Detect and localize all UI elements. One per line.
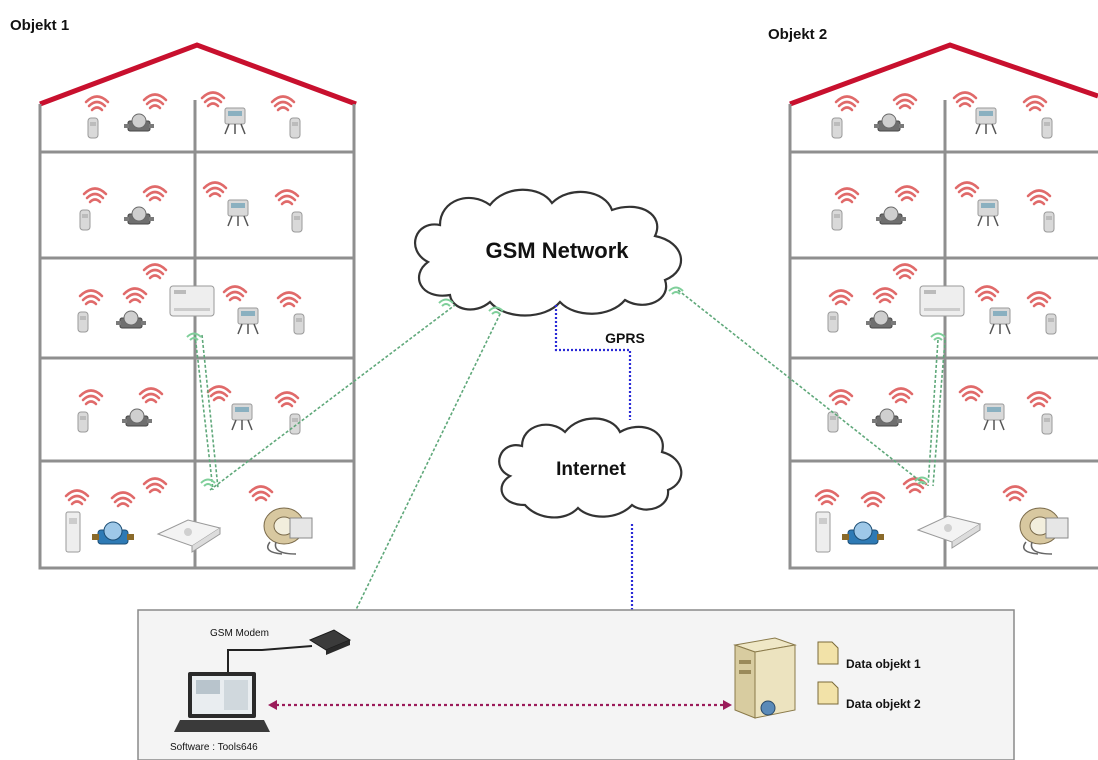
gprs-label: GPRS — [605, 330, 645, 346]
gsm-radio-links — [186, 286, 946, 623]
gsm-network-cloud: GSM Network — [413, 188, 683, 317]
control-room-panel: GSM Modem Software : Tools646 Data — [137, 609, 1015, 760]
software-label: Software : Tools646 — [170, 742, 258, 753]
gsm-modem-label: GSM Modem — [210, 628, 269, 639]
gsm-network-label: GSM Network — [485, 238, 629, 263]
data-file-icon-2 — [817, 681, 839, 705]
gprs-link — [554, 305, 632, 420]
data-objekt2-label: Data objekt 2 — [846, 697, 921, 711]
gsm-modem — [308, 629, 352, 655]
data-file-icon-1 — [817, 641, 839, 665]
objekt1-title: Objekt 1 — [10, 17, 69, 34]
laptop — [174, 672, 270, 732]
server — [733, 637, 797, 719]
building-objekt2 — [788, 42, 1098, 570]
building-objekt1 — [38, 42, 357, 570]
objekt2-title: Objekt 2 — [768, 26, 827, 43]
internet-cloud: Internet — [498, 417, 683, 519]
internet-label: Internet — [556, 459, 626, 480]
data-objekt1-label: Data objekt 1 — [846, 657, 921, 671]
